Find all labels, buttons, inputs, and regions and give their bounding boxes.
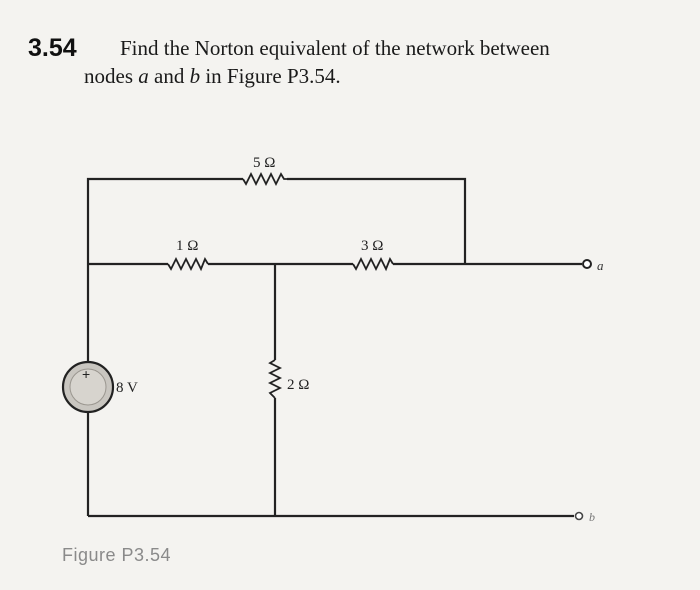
terminal-b-node: [574, 511, 584, 521]
circuit-wires: [86, 177, 582, 518]
resistor-3ohm-label: 3 Ω: [361, 238, 383, 254]
voltage-source: +: [61, 360, 115, 414]
terminal-b-label: b: [589, 510, 595, 524]
resistor-3ohm: [352, 256, 394, 272]
resistor-5ohm-label: 5 Ω: [253, 155, 275, 171]
problem-number: 3.54: [28, 34, 77, 62]
resistor-2ohm: [267, 359, 283, 399]
figure-caption: Figure P3.54: [62, 545, 172, 565]
wire-top-right: [287, 177, 467, 264]
resistor-2ohm-label: 2 Ω: [287, 377, 309, 393]
problem-statement: Find the Norton equivalent of the networ…: [84, 34, 680, 90]
node-a-ref: a: [138, 64, 149, 88]
wire-top-left: [86, 177, 243, 264]
node-b-ref: b: [189, 64, 201, 88]
resistor-1ohm: [167, 256, 209, 272]
resistor-5ohm: [242, 171, 287, 187]
source-polarity-plus: +: [82, 366, 90, 382]
problem-text-line1: Find the Norton equivalent of the networ…: [120, 36, 550, 60]
resistor-1ohm-label: 1 Ω: [176, 238, 198, 254]
terminal-a-label: a: [597, 258, 604, 273]
terminal-a-node: [582, 259, 592, 269]
problem-text-line2: nodes a and b in Figure P3.54.: [84, 64, 341, 88]
voltage-source-label: 8 V: [116, 380, 138, 396]
